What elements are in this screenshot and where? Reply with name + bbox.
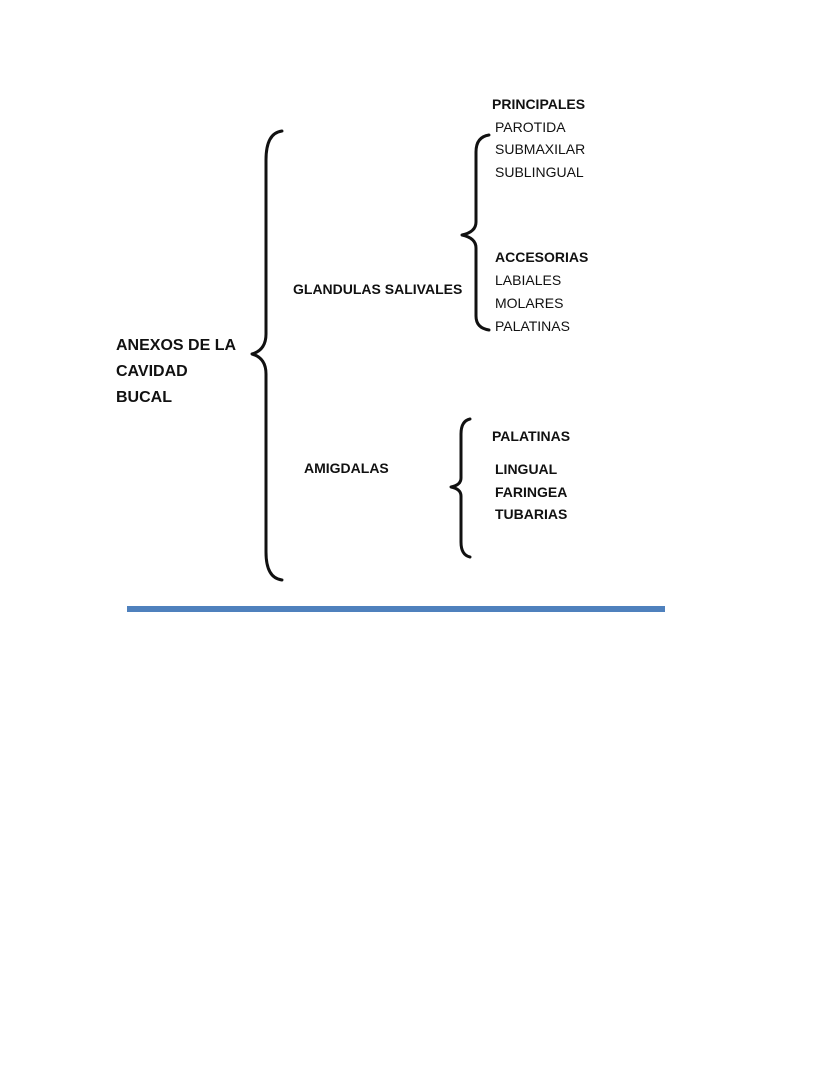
amigdalas-item-tubarias: TUBARIAS [495, 506, 568, 522]
accesorias-item-labiales: LABIALES [495, 272, 562, 288]
horizontal-rule [127, 606, 665, 612]
root-line-2: CAVIDAD [116, 363, 188, 380]
amigdalas-item-lingual: LINGUAL [495, 461, 558, 477]
accesorias-heading: ACCESORIAS [495, 249, 589, 265]
root-label: ANEXOS DE LA CAVIDAD BUCAL [116, 333, 236, 411]
root-line-1: ANEXOS DE LA [116, 337, 237, 354]
principales-item-parotida: PAROTIDA [495, 119, 566, 135]
amigdalas-brace [449, 417, 472, 559]
accesorias-item-palatinas: PALATINAS [495, 318, 570, 334]
amigdalas-item-palatinas: PALATINAS [492, 428, 571, 444]
principales-heading: PRINCIPALES [492, 96, 586, 112]
accesorias-item-molares: MOLARES [495, 295, 564, 311]
principales-item-sublingual: SUBLINGUAL [495, 164, 584, 180]
glandulas-brace [460, 133, 491, 332]
main-brace [250, 129, 284, 582]
glandulas-salivales-label: GLANDULAS SALIVALES [293, 281, 463, 297]
principales-item-submaxilar: SUBMAXILAR [495, 141, 586, 157]
amigdalas-item-faringea: FARINGEA [495, 484, 568, 500]
amigdalas-label: AMIGDALAS [304, 460, 389, 476]
root-line-3: BUCAL [116, 389, 172, 406]
